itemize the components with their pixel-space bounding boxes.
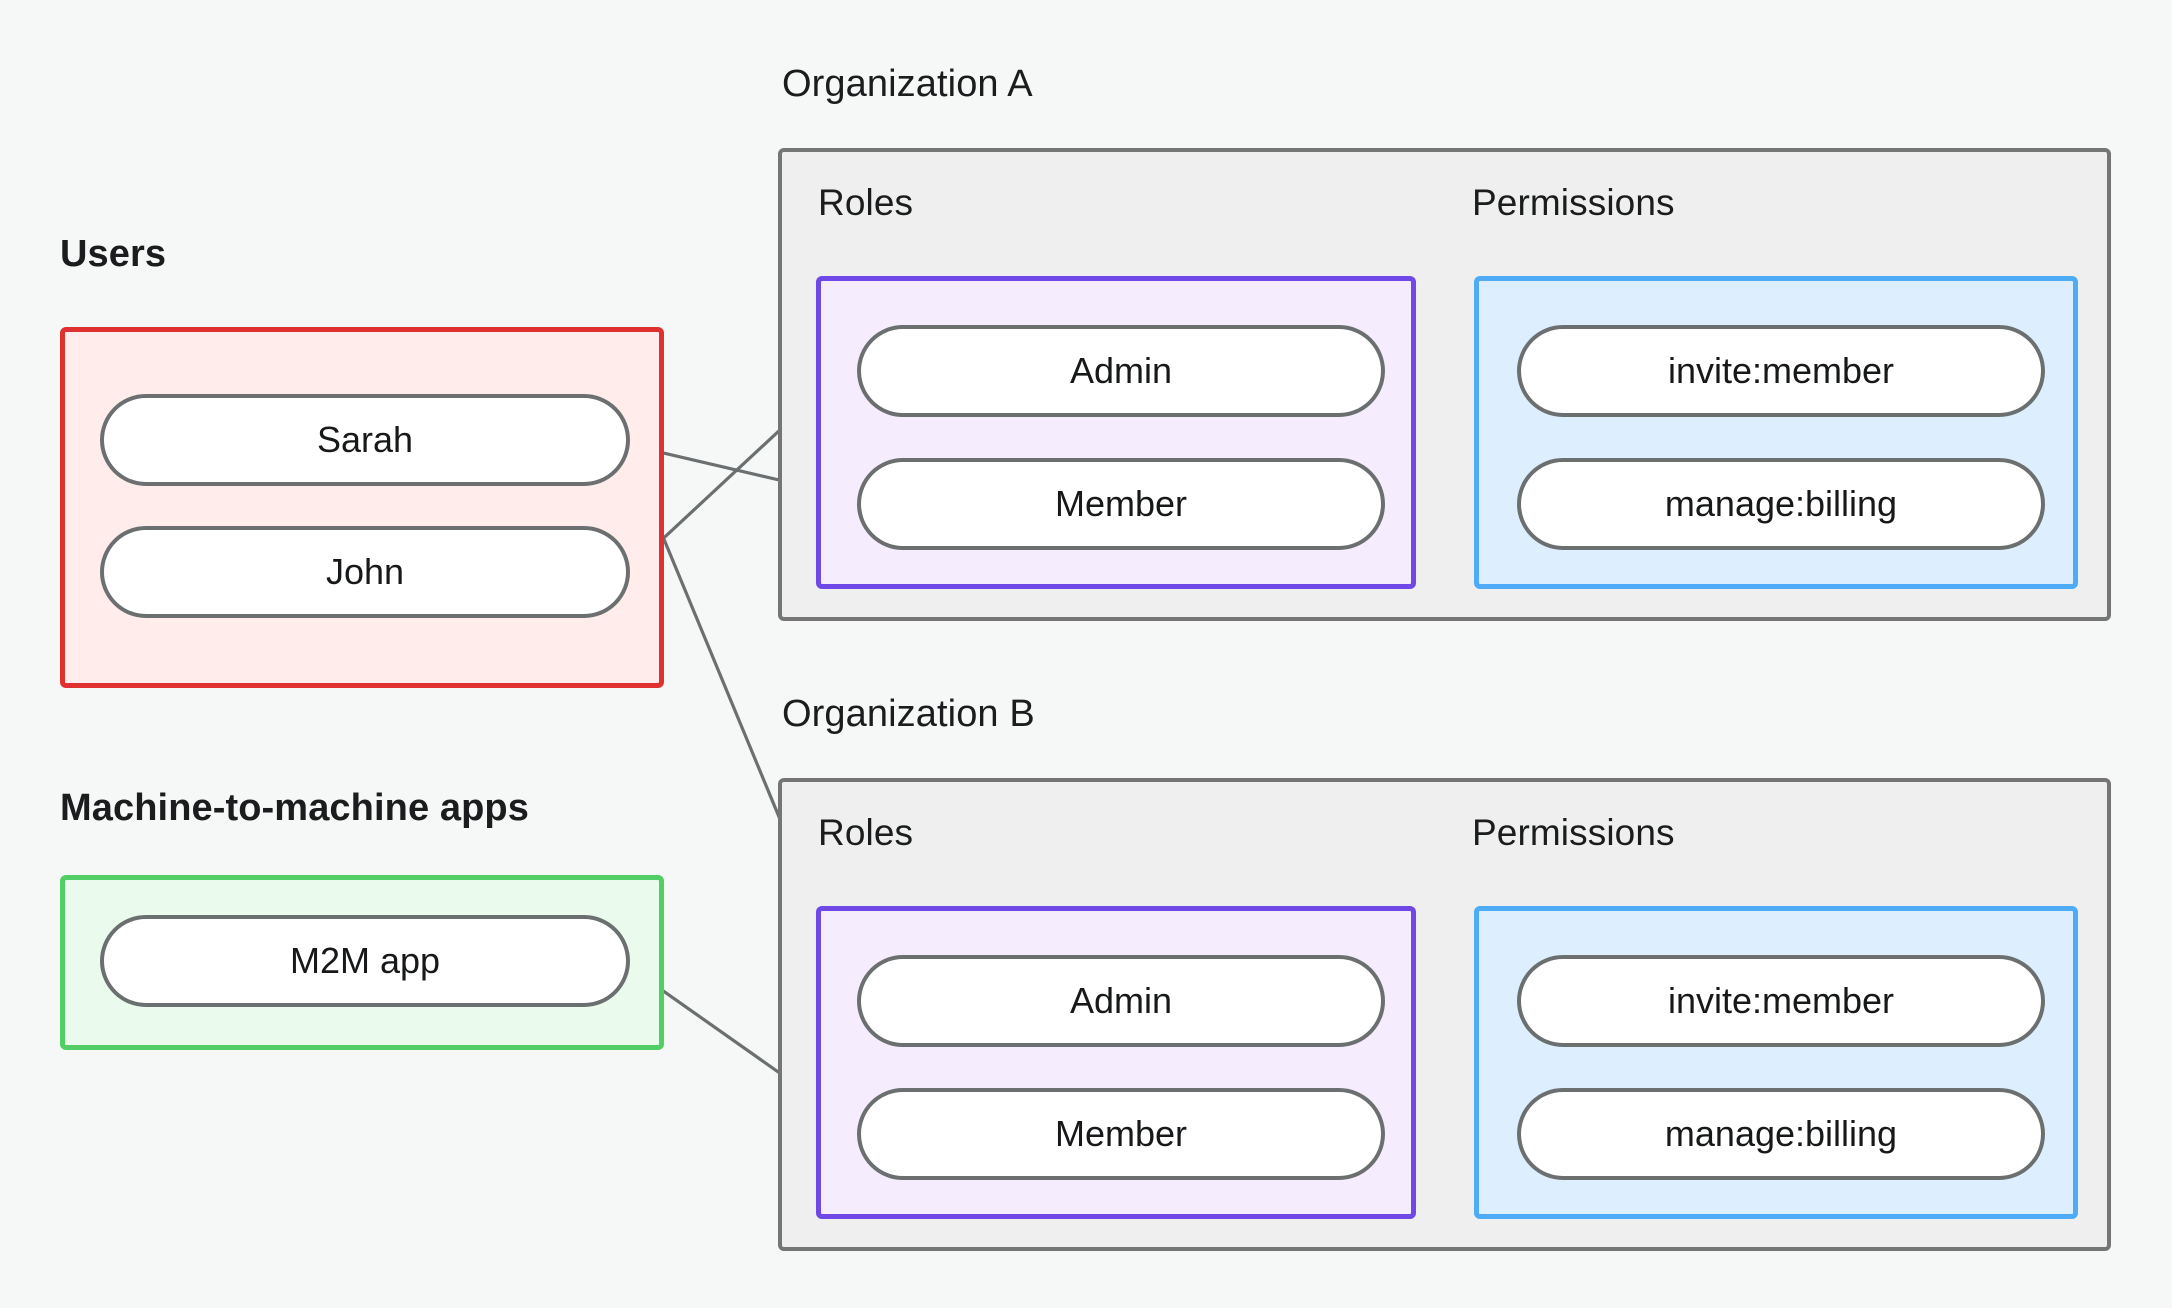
user-node-sarah[interactable]: Sarah (100, 394, 630, 486)
org-b-roles-label: Roles (818, 812, 914, 853)
org-a-permission-manage-billing[interactable]: manage:billing (1517, 458, 2045, 550)
org-b-permissions-label: Permissions (1472, 812, 1675, 853)
org-a-permissions-group: invite:member manage:billing (1474, 276, 2078, 589)
org-a-permissions-label: Permissions (1472, 182, 1675, 223)
org-a-role-admin[interactable]: Admin (857, 325, 1385, 417)
org-a-container: Roles Permissions Admin Member invite:me… (778, 148, 2111, 621)
org-a-roles-label: Roles (818, 182, 914, 223)
org-b-container: Roles Permissions Admin Member invite:me… (778, 778, 2111, 1251)
org-b-permission-manage-billing[interactable]: manage:billing (1517, 1088, 2045, 1180)
org-b-roles-group: Admin Member (816, 906, 1416, 1219)
org-a-permission-invite-member[interactable]: invite:member (1517, 325, 2045, 417)
org-b-title: Organization B (782, 693, 1035, 735)
users-caption: Users (60, 233, 167, 275)
org-a-role-member[interactable]: Member (857, 458, 1385, 550)
org-b-permission-invite-member[interactable]: invite:member (1517, 955, 2045, 1047)
org-b-permissions-group: invite:member manage:billing (1474, 906, 2078, 1219)
org-b-role-admin[interactable]: Admin (857, 955, 1385, 1047)
org-a-roles-group: Admin Member (816, 276, 1416, 589)
m2m-group: M2M app (60, 875, 664, 1050)
m2m-caption: Machine-to-machine apps (60, 787, 529, 829)
users-group: Sarah John (60, 327, 664, 688)
m2m-node-app[interactable]: M2M app (100, 915, 630, 1007)
org-a-title: Organization A (782, 63, 1033, 105)
user-node-john[interactable]: John (100, 526, 630, 618)
org-b-role-member[interactable]: Member (857, 1088, 1385, 1180)
